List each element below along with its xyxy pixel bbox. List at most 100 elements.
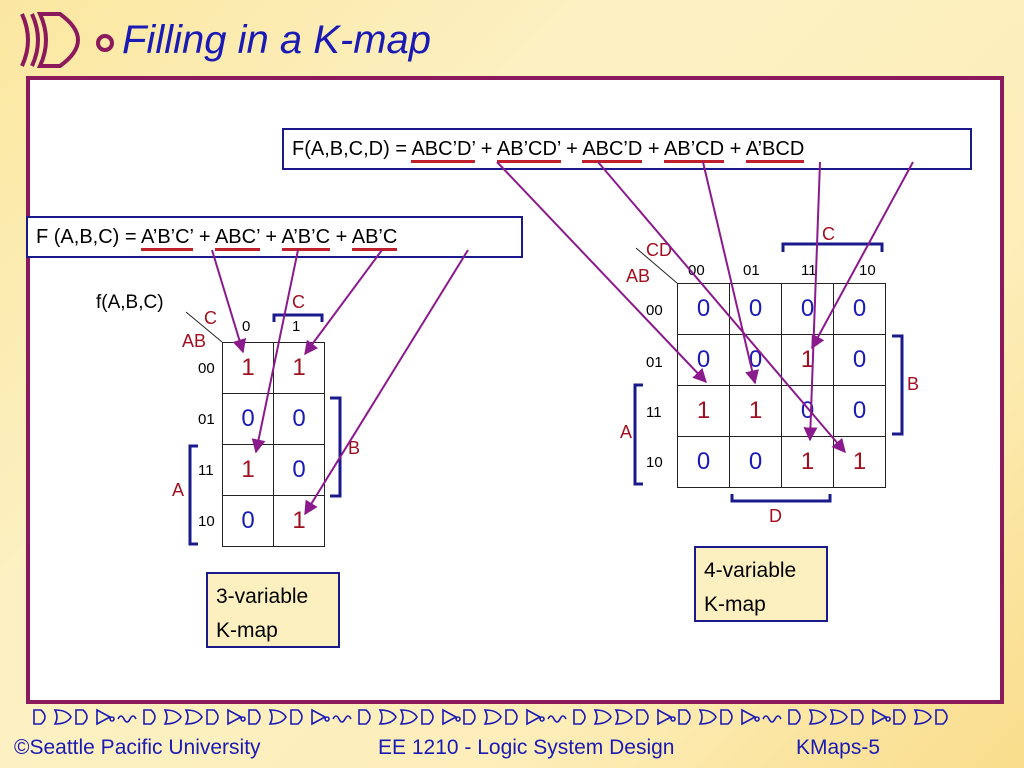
kmap3-function-label: f(A,B,C) xyxy=(96,292,164,313)
kmap4-row-header: 10 xyxy=(646,454,663,471)
eq4-prefix: F(A,B,C,D) = xyxy=(292,138,412,160)
kmap4-col-header: 01 xyxy=(743,262,760,279)
eq3-prefix: F (A,B,C) = xyxy=(36,226,142,248)
kmap4-cell: 1 xyxy=(729,385,782,437)
kmap3-row-header: 01 xyxy=(198,411,215,428)
eq3-sep: + xyxy=(259,226,282,248)
kmap4-col-header: 11 xyxy=(801,262,817,279)
kmap4-row-var-label: AB xyxy=(626,266,651,286)
gate-glyph-icon xyxy=(33,709,46,725)
kmap3-col-header: 0 xyxy=(242,318,251,335)
gate-glyph-icon xyxy=(378,709,397,725)
kmap4-col-header: 10 xyxy=(859,262,876,279)
kmap4-cell: 0 xyxy=(677,436,730,488)
kmap3-col-header: 1 xyxy=(292,318,301,335)
eq4-sep: + xyxy=(642,138,665,160)
footer-slide-number: KMaps-5 xyxy=(796,736,881,759)
gate-glyph-icon xyxy=(741,708,760,726)
kmap4-row-header: 11 xyxy=(646,404,662,421)
three-variable-equation: F (A,B,C) = A’B’C’ + ABC’ + A’B’C + AB’C xyxy=(26,216,523,258)
eq4-term: A’BCD xyxy=(745,138,805,163)
kmap4-caption: 4-variable K-map xyxy=(694,546,828,622)
kmap4-caption-line: K-map xyxy=(704,593,766,616)
gate-glyph-icon xyxy=(184,709,203,725)
footer-course: EE 1210 - Logic System Design xyxy=(378,736,675,759)
kmap4-cell: 0 xyxy=(833,334,886,386)
eq3-sep: + xyxy=(330,226,352,248)
kmap3-caption-line: K-map xyxy=(216,619,278,642)
gate-glyph-icon xyxy=(636,709,649,725)
gate-glyph-icon xyxy=(206,709,219,725)
eq4-term: AB’CD xyxy=(664,138,725,163)
gate-glyph-icon xyxy=(463,709,476,725)
kmap3-cell: 0 xyxy=(222,495,274,547)
footer-copyright: ©Seattle Pacific University xyxy=(14,736,261,759)
kmap3-caption-line: 3-variable xyxy=(216,585,309,608)
gate-glyph-icon xyxy=(332,715,352,723)
kmap4-cell: 1 xyxy=(833,436,886,488)
kmap4-cell: 0 xyxy=(677,334,730,386)
four-variable-equation: F(A,B,C,D) = ABC’D’ + AB’CD’ + ABC’D + A… xyxy=(282,128,972,170)
eq3-term: ABC’ xyxy=(214,226,260,251)
gate-glyph-icon xyxy=(573,709,586,725)
kmap3-group-b-label: B xyxy=(348,438,361,458)
kmap4-group-b-label: B xyxy=(907,374,920,394)
kmap4-cell: 0 xyxy=(729,436,782,488)
eq3-term: AB’C xyxy=(351,226,398,251)
kmap4-cell: 0 xyxy=(729,334,782,386)
kmap3-group-c-label: C xyxy=(292,292,305,312)
kmap4-group-d-label: D xyxy=(769,506,782,526)
kmap3-row-header: 10 xyxy=(198,513,215,530)
eq4-term: ABC’D’ xyxy=(411,138,476,163)
gate-glyph-icon xyxy=(163,709,182,725)
eq3-term: A’B’C’ xyxy=(141,226,194,251)
eq4-sep: + xyxy=(724,138,746,160)
kmap3-row-header: 00 xyxy=(198,360,215,377)
kmap4-row-header: 01 xyxy=(646,354,663,371)
gate-glyph-icon xyxy=(268,709,287,725)
kmap3-row-header: 11 xyxy=(198,462,214,479)
gate-glyph-icon xyxy=(913,709,932,725)
kmap3-caption: 3-variable K-map xyxy=(206,572,340,648)
gate-glyph-icon xyxy=(421,709,434,725)
kmap3-group-a-label: A xyxy=(172,480,185,500)
gate-glyph-icon xyxy=(788,709,801,725)
kmap4-cell: 1 xyxy=(781,334,834,386)
gate-glyph-icon xyxy=(657,708,676,726)
kmap4-cell: 0 xyxy=(833,385,886,437)
kmap3-row-var-label: AB xyxy=(182,331,207,351)
eq3-term: A’B’C xyxy=(281,226,331,251)
gate-glyph-icon xyxy=(829,709,848,725)
gate-glyph-icon xyxy=(248,709,261,725)
gate-glyph-icon xyxy=(935,709,948,725)
gate-glyph-icon xyxy=(526,708,545,726)
gate-glyph-icon xyxy=(547,715,567,723)
eq3-sep: + xyxy=(193,226,215,248)
kmap3-cell: 1 xyxy=(273,342,325,394)
eq4-sep: + xyxy=(475,138,497,160)
gate-glyph-icon xyxy=(442,708,461,726)
gate-glyph-icon xyxy=(290,709,303,725)
kmap3-cell: 1 xyxy=(222,444,274,496)
gate-glyph-icon xyxy=(614,709,633,725)
kmap4-cell: 0 xyxy=(781,385,834,437)
gate-glyph-icon xyxy=(720,709,733,725)
kmap3-col-var-label: C xyxy=(204,308,217,328)
kmap4-col-header: 00 xyxy=(688,262,705,279)
eq4-term: ABC’D xyxy=(582,138,643,163)
kmap4-cell: 0 xyxy=(677,283,730,335)
eq4-sep: + xyxy=(560,138,583,160)
gate-glyph-icon xyxy=(762,715,782,723)
gate-glyph-icon xyxy=(808,709,827,725)
kmap4-cell: 0 xyxy=(729,283,782,335)
kmap4-caption-line: 4-variable xyxy=(704,559,797,582)
kmap4-group-a-label: A xyxy=(620,422,633,442)
gate-glyph-icon xyxy=(53,709,72,725)
kmap3-cell: 0 xyxy=(273,444,325,496)
gate-glyph-icon xyxy=(143,709,156,725)
gate-glyph-icon xyxy=(593,709,612,725)
decorative-gate-strip xyxy=(33,708,948,726)
gate-glyph-icon xyxy=(698,709,717,725)
kmap3-cell: 1 xyxy=(222,342,274,394)
